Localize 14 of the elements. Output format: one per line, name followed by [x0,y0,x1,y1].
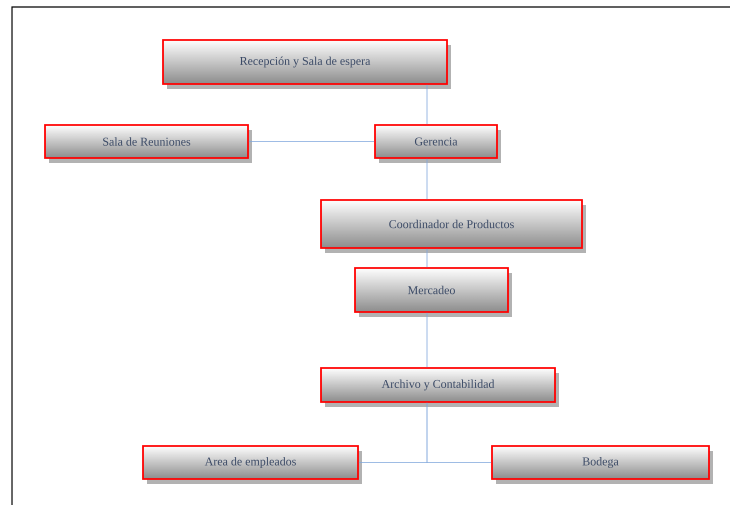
connector-line [248,141,374,142]
connector-line [426,312,428,368]
connector-line [426,402,492,463]
box: Area de empleados [142,445,362,484]
connector-line [426,84,428,124]
connector-line [426,158,428,200]
box: Coordinador de Productos [320,199,586,253]
box: Sala de Reuniones [44,124,252,163]
box: Recepción y Sala de espera [162,39,451,89]
connector-line [426,248,428,268]
box: Mercadeo [354,267,512,317]
box: Bodega [491,445,713,484]
box: Gerencia [374,124,501,163]
box: Archivo y Contabilidad [320,367,559,407]
